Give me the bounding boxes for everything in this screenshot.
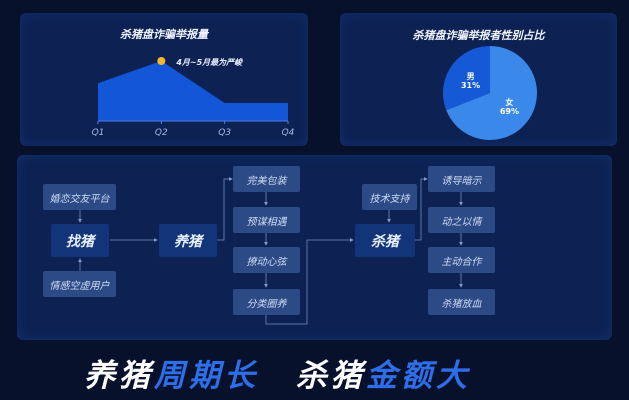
slogan-right: 杀猪金额大 xyxy=(296,350,471,395)
pie-slice xyxy=(443,46,490,111)
kill-step: 主动合作 xyxy=(428,247,495,273)
area-series xyxy=(98,61,288,121)
slogan-left-blue: 周期长 xyxy=(154,358,259,394)
x-tick-label: Q2 xyxy=(155,128,168,138)
pie-value: 31% xyxy=(461,81,480,90)
stage-raise: 养猪 xyxy=(159,224,217,257)
slogan-right-blue: 金额大 xyxy=(366,358,471,394)
raise-step: 撩动心弦 xyxy=(233,247,300,273)
slogan-right-white: 杀猪 xyxy=(296,358,366,394)
arrow xyxy=(265,238,354,325)
arrow xyxy=(217,177,233,241)
slogan-left: 养猪周期长 xyxy=(84,350,259,395)
kill-step: 动之以情 xyxy=(428,207,495,233)
x-tick-label: Q4 xyxy=(282,128,295,138)
kill-step: 诱导暗示 xyxy=(428,166,495,192)
raise-step: 预谋相遇 xyxy=(233,207,300,233)
flow-panel xyxy=(17,155,612,340)
source-lonely-users: 情感空虚用户 xyxy=(43,271,116,297)
pie-value: 69% xyxy=(500,107,519,116)
raise-step: 分类圈养 xyxy=(233,289,300,315)
tech-support: 技术支持 xyxy=(362,184,417,210)
raise-step: 完美包装 xyxy=(233,166,300,192)
pie-label: 女 xyxy=(505,97,513,107)
x-tick-label: Q3 xyxy=(218,128,231,138)
peak-annotation: 4月~5月最为严峻 xyxy=(175,58,243,67)
peak-marker xyxy=(157,57,166,65)
source-dating-platform: 婚恋交友平台 xyxy=(43,184,116,210)
area-chart-title: 杀猪盘诈骗举报量 xyxy=(120,28,208,41)
slogan-left-white: 养猪 xyxy=(84,358,154,394)
pie-label: 男 xyxy=(467,72,475,81)
stage-find: 找猪 xyxy=(51,224,109,257)
stage-kill: 杀猪 xyxy=(355,224,415,257)
arrow xyxy=(415,177,428,241)
pie-chart-title: 杀猪盘诈骗举报者性别占比 xyxy=(412,29,545,42)
pie-slice xyxy=(446,46,538,140)
x-tick-label: Q1 xyxy=(92,128,105,138)
kill-step: 杀猪放血 xyxy=(428,289,495,315)
